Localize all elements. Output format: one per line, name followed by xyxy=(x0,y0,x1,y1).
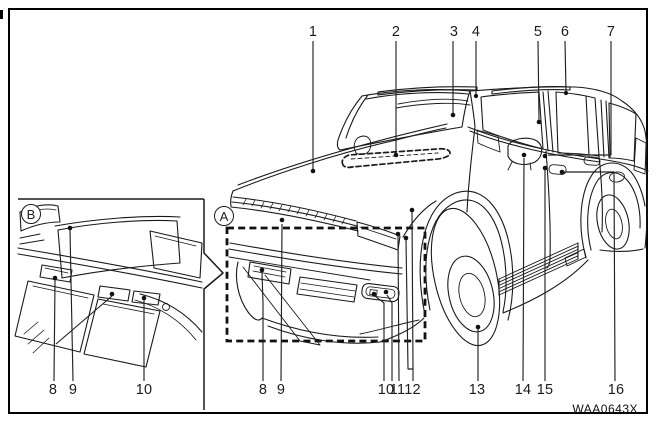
callout-label-inset-9: 9 xyxy=(68,381,78,398)
callout-label-3: 3 xyxy=(449,23,459,40)
callout-label-10: 10 xyxy=(377,381,395,398)
callout-label-inset-8: 8 xyxy=(48,381,58,398)
callout-label-7: 7 xyxy=(606,23,616,40)
callout-label-5: 5 xyxy=(533,23,543,40)
region-label-a: A xyxy=(214,206,234,226)
callout-label-11: 11 xyxy=(389,381,406,398)
callout-dots xyxy=(52,90,569,330)
inset-boundary xyxy=(18,198,224,410)
inset-b-drawing xyxy=(14,204,203,368)
callout-label-15: 15 xyxy=(536,381,554,398)
callout-label-1: 1 xyxy=(308,23,318,40)
callout-label-9: 9 xyxy=(276,381,286,398)
main-vehicle-drawing xyxy=(228,86,649,347)
callout-label-14: 14 xyxy=(514,381,532,398)
callout-label-16: 16 xyxy=(607,381,625,398)
callout-label-8: 8 xyxy=(258,381,268,398)
callout-label-2: 2 xyxy=(391,23,401,40)
callout-label-4: 4 xyxy=(471,23,481,40)
print-tick xyxy=(0,10,3,19)
figure-code: WAA0643X xyxy=(572,402,638,416)
callout-label-12: 12 xyxy=(404,381,421,398)
callout-label-inset-10: 10 xyxy=(135,381,153,398)
region-label-b: B xyxy=(21,204,41,224)
callout-label-6: 6 xyxy=(560,23,570,40)
callout-label-13: 13 xyxy=(468,381,486,398)
leader-lines xyxy=(53,40,616,382)
